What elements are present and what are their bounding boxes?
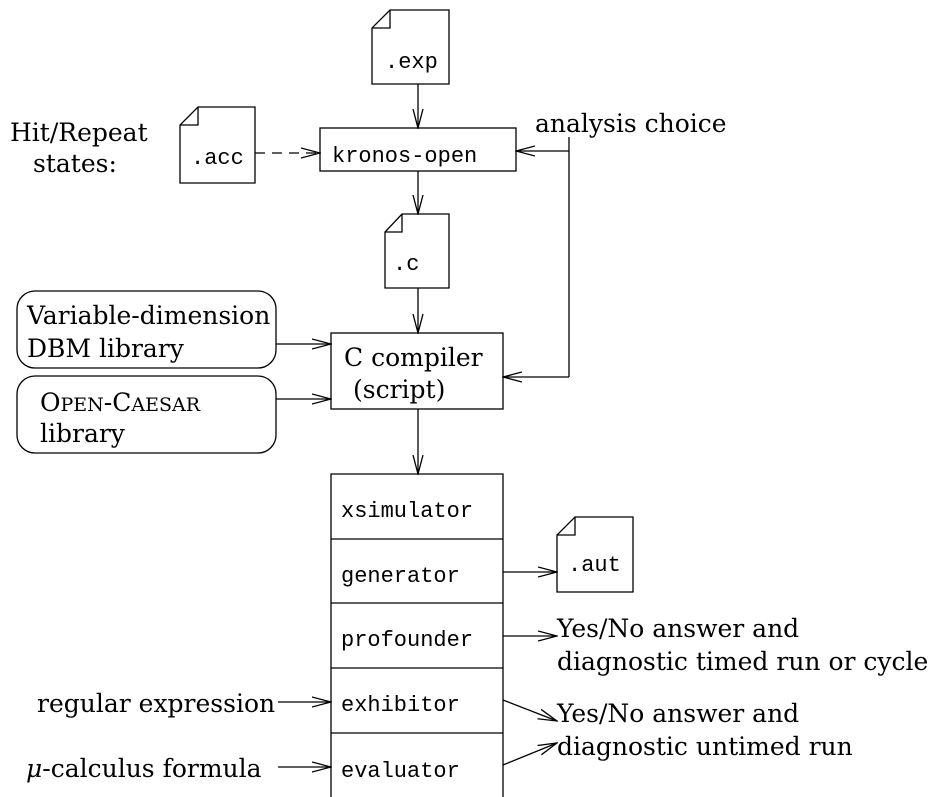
tool-profounder: profounder — [341, 628, 473, 653]
tool-exhibitor: exhibitor — [341, 693, 460, 718]
mu-calculus-label: μ-calculus formula — [26, 754, 262, 783]
aut-file-label: .aut — [568, 553, 621, 578]
untimed-answer-label: Yes/No answer and — [556, 699, 799, 728]
tool-evaluator: evaluator — [341, 759, 460, 784]
timed-answer-label: diagnostic timed run or cycle — [557, 647, 928, 676]
hit-repeat-label: states: — [33, 149, 117, 178]
arrow-exhibitor-output — [502, 699, 557, 721]
kronos-open-label: kronos-open — [332, 144, 477, 169]
exp-file-icon — [371, 9, 450, 85]
dbm-library-label: DBM library — [27, 334, 185, 363]
regular-expression-label: regular expression — [37, 689, 275, 718]
tool-xsimulator: xsimulator — [341, 499, 473, 524]
c-compiler-label: (script) — [353, 375, 445, 404]
open-caesar-label: library — [40, 419, 126, 448]
acc-file-icon — [179, 106, 256, 184]
dbm-library-label: Variable-dimension — [26, 301, 270, 330]
open-caesar-library-box — [16, 375, 277, 454]
aut-file-icon — [556, 516, 634, 593]
arrow-evaluator-output — [502, 743, 557, 766]
analysis-choice-label: analysis choice — [535, 109, 727, 138]
untimed-answer-label: diagnostic untimed run — [557, 732, 853, 761]
tool-generator: generator — [341, 564, 460, 589]
timed-answer-label: Yes/No answer and — [556, 614, 799, 643]
exp-file-label: .exp — [385, 50, 438, 75]
open-caesar-label: OPEN-CAESAR — [40, 388, 201, 417]
hit-repeat-label: Hit/Repeat — [10, 118, 148, 147]
c-compiler-label: C compiler — [344, 343, 483, 372]
dbm-library-box — [16, 290, 277, 369]
c-file-icon — [384, 213, 450, 289]
c-file-label: .c — [393, 252, 419, 277]
acc-file-label: .acc — [191, 146, 244, 171]
